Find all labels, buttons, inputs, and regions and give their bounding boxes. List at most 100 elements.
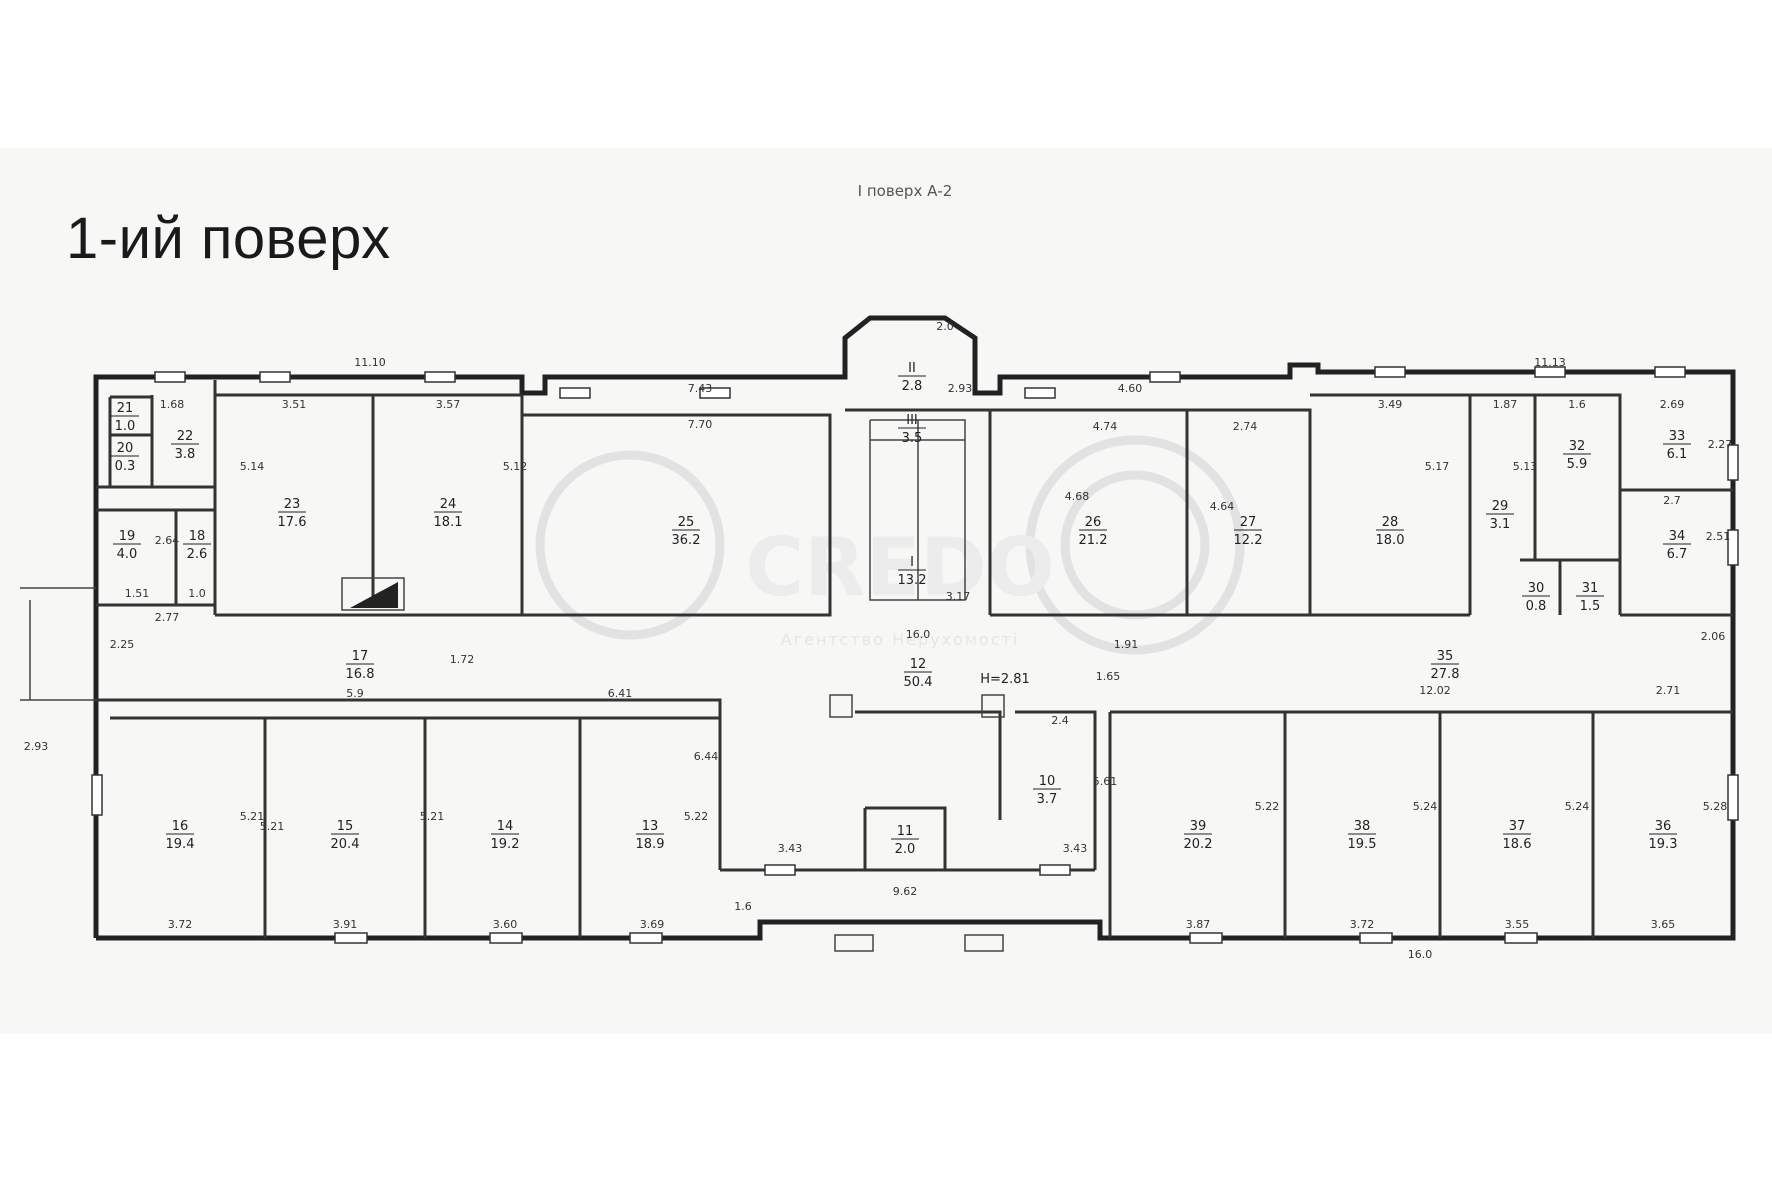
dimension-label: 5.22 xyxy=(1255,800,1280,813)
dimension-label: 11.13 xyxy=(1534,356,1566,369)
room-number: 33 xyxy=(1669,429,1686,444)
room-II: II 2.8 xyxy=(898,361,926,394)
sheet-header: I поверх А-2 xyxy=(858,182,953,200)
room-number: II xyxy=(908,361,916,376)
room-area: 18.0 xyxy=(1376,533,1405,548)
room-34: 346.7 xyxy=(1663,529,1691,562)
dimension-label: 5.24 xyxy=(1565,800,1590,813)
dimension-label: 3.87 xyxy=(1186,918,1211,931)
room-area: 2.8 xyxy=(902,379,923,394)
room-area: 12.2 xyxy=(1234,533,1263,548)
room-number: 10 xyxy=(1039,774,1056,789)
room-area: 18.1 xyxy=(434,515,463,530)
dimension-label: 2.0 xyxy=(936,320,954,333)
dimension-label: 9.62 xyxy=(893,885,918,898)
dimension-label: 1.0 xyxy=(188,587,206,600)
room-28: 28 18.0 xyxy=(1376,515,1405,548)
room-area: 1.5 xyxy=(1580,599,1601,614)
room-24: 24 18.1 xyxy=(434,497,463,530)
dimension-label: 2.74 xyxy=(1233,420,1258,433)
room-number: 14 xyxy=(497,819,514,834)
dimension-label: 1.6 xyxy=(1568,398,1586,411)
room-number: 35 xyxy=(1437,649,1454,664)
dimension-label: 7.43 xyxy=(688,382,713,395)
room-number: 29 xyxy=(1492,499,1509,514)
room-area: 13.2 xyxy=(898,573,927,588)
dimension-label: 1.68 xyxy=(160,398,185,411)
room-number: 12 xyxy=(910,657,927,672)
room-area: 19.5 xyxy=(1348,837,1377,852)
dimension-label: 3.60 xyxy=(493,918,518,931)
room-area: 3.1 xyxy=(1490,517,1511,532)
outer-walls xyxy=(20,315,1736,941)
dimension-label: 5.28 xyxy=(1703,800,1728,813)
dimension-label: 1.6 xyxy=(734,900,752,913)
dimension-label: 2.06 xyxy=(1701,630,1726,643)
room-area: 3.7 xyxy=(1037,792,1058,807)
room-29: 293.1 xyxy=(1486,499,1514,532)
room-18: 182.6 xyxy=(183,529,211,562)
dimension-label: 1.72 xyxy=(450,653,475,666)
dimension-label: 5.17 xyxy=(1425,460,1450,473)
dimension-label: 3.55 xyxy=(1505,918,1530,931)
dimension-label: 7.70 xyxy=(688,418,713,431)
dimension-label: 4.64 xyxy=(1210,500,1235,513)
room-area: 20.4 xyxy=(331,837,360,852)
dimension-label: 2.71 xyxy=(1656,684,1681,697)
room-area: 50.4 xyxy=(904,675,933,690)
dimension-label: 3.91 xyxy=(333,918,358,931)
dimension-label: 3.65 xyxy=(1651,918,1676,931)
room-number: 13 xyxy=(642,819,659,834)
watermark-brand: CREDO xyxy=(745,521,1054,614)
room-20: 200.3 xyxy=(111,441,139,474)
room-11: 112.0 xyxy=(891,824,919,857)
dimension-label: 3.49 xyxy=(1378,398,1403,411)
dimension-label: 2.4 xyxy=(1051,714,1069,727)
room-III: III 3.5 xyxy=(898,413,926,446)
room-32: 325.9 xyxy=(1563,439,1591,472)
dimension-label: 1.91 xyxy=(1114,638,1139,651)
watermark: CREDO Агентство Нерухомості xyxy=(535,435,1245,655)
room-number: 26 xyxy=(1085,515,1102,530)
floor-title: 1-ий поверх xyxy=(66,206,391,271)
room-number: III xyxy=(906,413,918,428)
room-area: 19.2 xyxy=(491,837,520,852)
room-area: 19.4 xyxy=(166,837,195,852)
floor-plan-sheet xyxy=(0,148,1772,1034)
room-area: 3.5 xyxy=(902,431,923,446)
room-number: 28 xyxy=(1382,515,1399,530)
room-number: 24 xyxy=(440,497,457,512)
room-number: 36 xyxy=(1655,819,1672,834)
dimension-label: 2.77 xyxy=(155,611,180,624)
dimension-label: 5.21 xyxy=(260,820,285,833)
room-area: 19.3 xyxy=(1649,837,1678,852)
dimension-label: 2.7 xyxy=(1663,494,1681,507)
room-number: 37 xyxy=(1509,819,1526,834)
room-area: 2.6 xyxy=(187,547,208,562)
dimension-label: 3.51 xyxy=(282,398,307,411)
room-area: 0.8 xyxy=(1526,599,1547,614)
room-number: 19 xyxy=(119,529,136,544)
dimension-label: 16.0 xyxy=(1408,948,1433,961)
room-number: 21 xyxy=(117,401,134,416)
dimension-label: 3.72 xyxy=(168,918,193,931)
room-area: 0.3 xyxy=(115,459,136,474)
room-area: 36.2 xyxy=(672,533,701,548)
dimension-label: 2.93 xyxy=(24,740,49,753)
dimension-label: 6.44 xyxy=(694,750,719,763)
room-area: 5.9 xyxy=(1567,457,1588,472)
dimension-label: 5.21 xyxy=(420,810,445,823)
room-area: 1.0 xyxy=(115,419,136,434)
dimension-label: 5.13 xyxy=(1513,460,1538,473)
dimension-label: 3.17 xyxy=(946,590,971,603)
dimension-label: 1.51 xyxy=(125,587,150,600)
room-10: 103.7 xyxy=(1033,774,1061,807)
room-30: 300.8 xyxy=(1522,581,1550,614)
